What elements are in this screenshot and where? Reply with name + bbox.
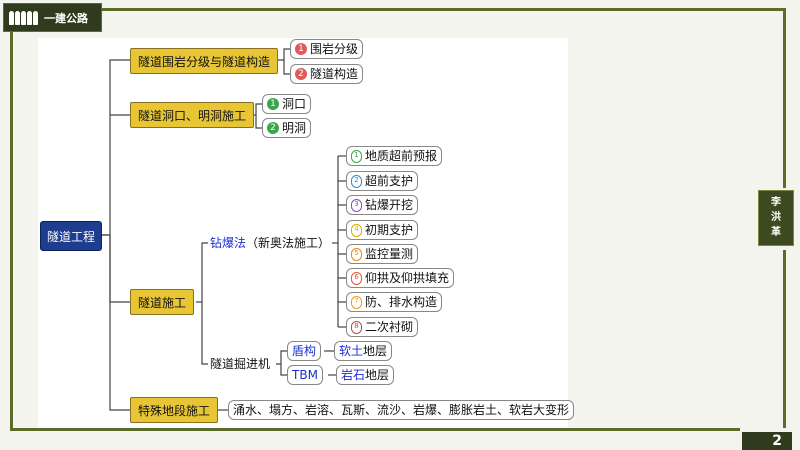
leaf-label: 地质超前预报 [365, 149, 438, 163]
map-pin-icon: 3 [351, 198, 362, 212]
tbm-machine: 隧道掘进机 [208, 354, 273, 374]
author-char: 洪 [771, 212, 781, 223]
leaf-secondary-lining: 8 二次衬砌 [346, 317, 419, 337]
branch-special-sections: 特殊地段施工 [130, 397, 219, 423]
map-pin-icon: 6 [351, 271, 362, 285]
tbm-soft-soil: 软土地层 [334, 341, 393, 361]
leaf-label: 超前支护 [365, 174, 414, 188]
leaf-geo-forecast: 1 地质超前预报 [346, 146, 443, 166]
leaf-label: 明洞 [282, 121, 307, 135]
leaf-label: 二次衬砌 [365, 320, 414, 334]
leaf-label: 钻爆开挖 [365, 198, 414, 212]
number-badge-icon: 1 [267, 98, 279, 110]
leaf-label-highlight: 软土 [339, 344, 364, 358]
map-pin-icon: 5 [351, 247, 362, 261]
leaf-tunnel-structure: 2 隧道构造 [290, 64, 364, 84]
drill-blast-sublabel: （新奥法施工） [246, 236, 331, 250]
page-number: 2 [742, 432, 792, 450]
mindmap-canvas: 隧道工程 隧道围岩分级与隧道构造 1 围岩分级 2 隧道构造 隧道洞口、明洞施工… [38, 38, 575, 428]
mindmap-root: 隧道工程 [40, 221, 103, 251]
leaf-rock-grading: 1 围岩分级 [290, 39, 364, 59]
leaf-advance-support: 2 超前支护 [346, 171, 419, 191]
leaf-label: 防、排水构造 [365, 295, 438, 309]
tbm-hard-rock-machine: TBM [287, 365, 323, 385]
brand-logo: 一建公路 [3, 3, 102, 32]
branch-tunnel-construction: 隧道施工 [130, 289, 195, 315]
leaf-label: 围岩分级 [310, 42, 359, 56]
leaf-label: 盾构 [292, 344, 317, 358]
leaf-special-conditions: 涌水、塌方、岩溶、瓦斯、流沙、岩爆、膨胀岩土、软岩大变形 [228, 400, 575, 420]
leaf-initial-support: 4 初期支护 [346, 220, 419, 240]
frame-right-line-lower [783, 250, 786, 428]
leaf-open-cut-tunnel: 2 明洞 [262, 118, 312, 138]
frame-top-line [100, 8, 784, 11]
drill-blast-label: 钻爆法 [210, 236, 247, 250]
brand-title: 一建公路 [44, 11, 88, 25]
leaf-monitoring: 5 监控量测 [346, 244, 419, 264]
tbm-rock: 岩石地层 [336, 365, 395, 385]
number-badge-icon: 1 [295, 43, 307, 55]
leaf-label: 地层 [363, 344, 388, 358]
author-label: 李 洪 革 [758, 190, 794, 246]
leaf-drill-blast-excavation: 3 钻爆开挖 [346, 195, 419, 215]
leaf-label: 涌水、塌方、岩溶、瓦斯、流沙、岩爆、膨胀岩土、软岩大变形 [233, 403, 570, 417]
author-char: 革 [771, 227, 781, 238]
author-char: 李 [771, 197, 781, 208]
map-pin-icon: 1 [351, 149, 362, 163]
leaf-label: 仰拱及仰拱填充 [365, 271, 450, 285]
map-pin-icon: 4 [351, 223, 362, 237]
frame-right-line [783, 8, 786, 188]
frame-left-line [10, 30, 13, 428]
leaf-label: 地层 [365, 368, 390, 382]
branch-portal-construction: 隧道洞口、明洞施工 [130, 102, 255, 128]
drill-blast-method: 钻爆法（新奥法施工） [208, 233, 333, 253]
branch-rock-classification: 隧道围岩分级与隧道构造 [130, 48, 279, 74]
leaf-label: 监控量测 [365, 247, 414, 261]
number-badge-icon: 2 [267, 122, 279, 134]
map-pin-icon: 7 [351, 295, 362, 309]
tbm-shield: 盾构 [287, 341, 322, 361]
leaf-label: 初期支护 [365, 223, 414, 237]
leaf-label: TBM [292, 368, 318, 382]
number-badge-icon: 2 [295, 68, 307, 80]
leaf-label: 隧道构造 [310, 67, 359, 81]
frame-bottom-line [10, 428, 740, 431]
leaf-label-highlight: 岩石 [341, 368, 366, 382]
leaf-invert: 6 仰拱及仰拱填充 [346, 268, 455, 288]
map-pin-icon: 8 [351, 320, 362, 334]
leaf-portal: 1 洞口 [262, 94, 312, 114]
leaf-label: 洞口 [282, 97, 307, 111]
people-icon [9, 10, 38, 25]
map-pin-icon: 2 [351, 174, 362, 188]
leaf-waterproofing: 7 防、排水构造 [346, 292, 443, 312]
